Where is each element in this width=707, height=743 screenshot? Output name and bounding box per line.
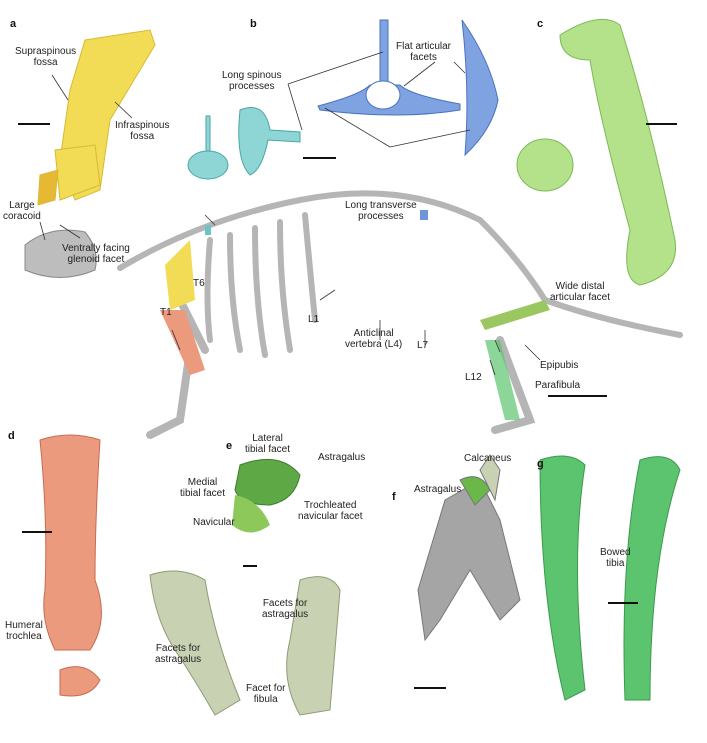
panel-label-a: a <box>10 18 17 30</box>
label-t6: T6 <box>193 278 205 289</box>
label-l1: L1 <box>308 314 320 325</box>
label-astragalus-f: Astragalus <box>414 484 462 495</box>
leader-lines <box>39 51 541 376</box>
label-l7: L7 <box>417 340 429 351</box>
navicular-image <box>232 495 270 533</box>
femur-image <box>516 18 677 286</box>
label-calcaneus: Calcaneus <box>464 453 512 464</box>
skeleton-image <box>117 190 683 439</box>
scapula-image <box>37 29 156 206</box>
panel-label-f: f <box>392 491 396 503</box>
panel-label-g: g <box>537 458 544 470</box>
thoracic-vertebra-image <box>187 107 301 180</box>
label-epipubis: Epipubis <box>540 360 579 371</box>
panel-label-e: e <box>226 440 233 452</box>
tibia-facets-right-image <box>286 576 341 716</box>
tibia-image <box>539 455 681 701</box>
panel-label-c: c <box>537 18 544 30</box>
label-l12: L12 <box>465 372 482 383</box>
foot-image <box>417 454 521 642</box>
label-parafibula: Parafibula <box>535 380 581 391</box>
label-astragalus-e: Astragalus <box>318 452 366 463</box>
label-t1: T1 <box>160 307 172 318</box>
label-navicular: Navicular <box>193 517 235 528</box>
humerus-image <box>39 434 102 697</box>
skull-image <box>24 229 97 278</box>
tibia-facets-left-image <box>149 570 241 716</box>
panel-label-b: b <box>250 18 257 30</box>
panel-label-d: d <box>8 430 15 442</box>
skeleton-highlights <box>160 210 550 420</box>
lumbar-vertebra-image <box>317 19 499 157</box>
